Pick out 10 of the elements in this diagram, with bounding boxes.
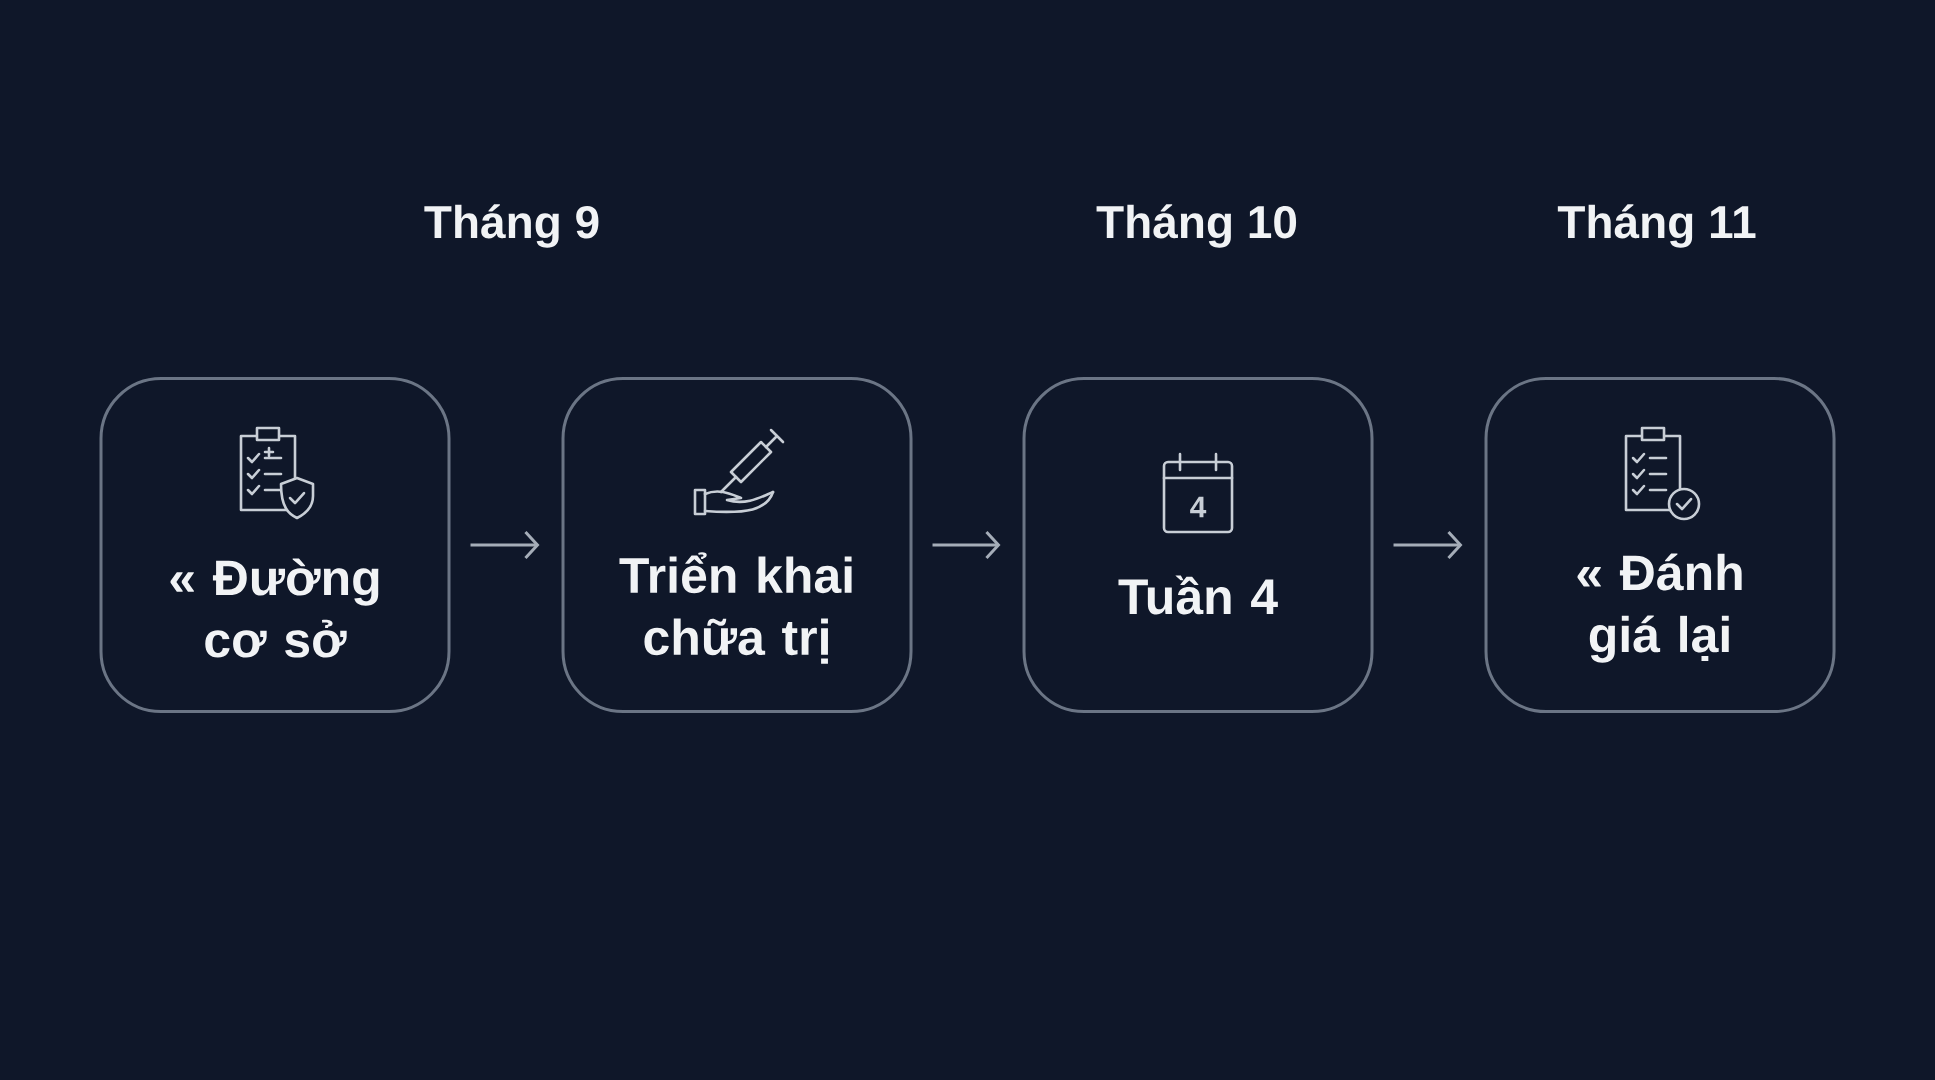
arrow — [1393, 531, 1463, 560]
step-text: « Đường cơ sở — [170, 558, 379, 658]
step-text: Tuần 4 — [1118, 575, 1278, 615]
arrow — [470, 531, 540, 560]
month-label: Tháng 11 — [1557, 204, 1756, 248]
month-label: Tháng 9 — [424, 204, 599, 248]
step-text: « Đánh giá lại — [1577, 553, 1742, 663]
arrow — [932, 531, 1001, 560]
month-label: Tháng 10 — [1096, 204, 1297, 248]
step-text: Triển khai chữa trị — [619, 552, 852, 664]
